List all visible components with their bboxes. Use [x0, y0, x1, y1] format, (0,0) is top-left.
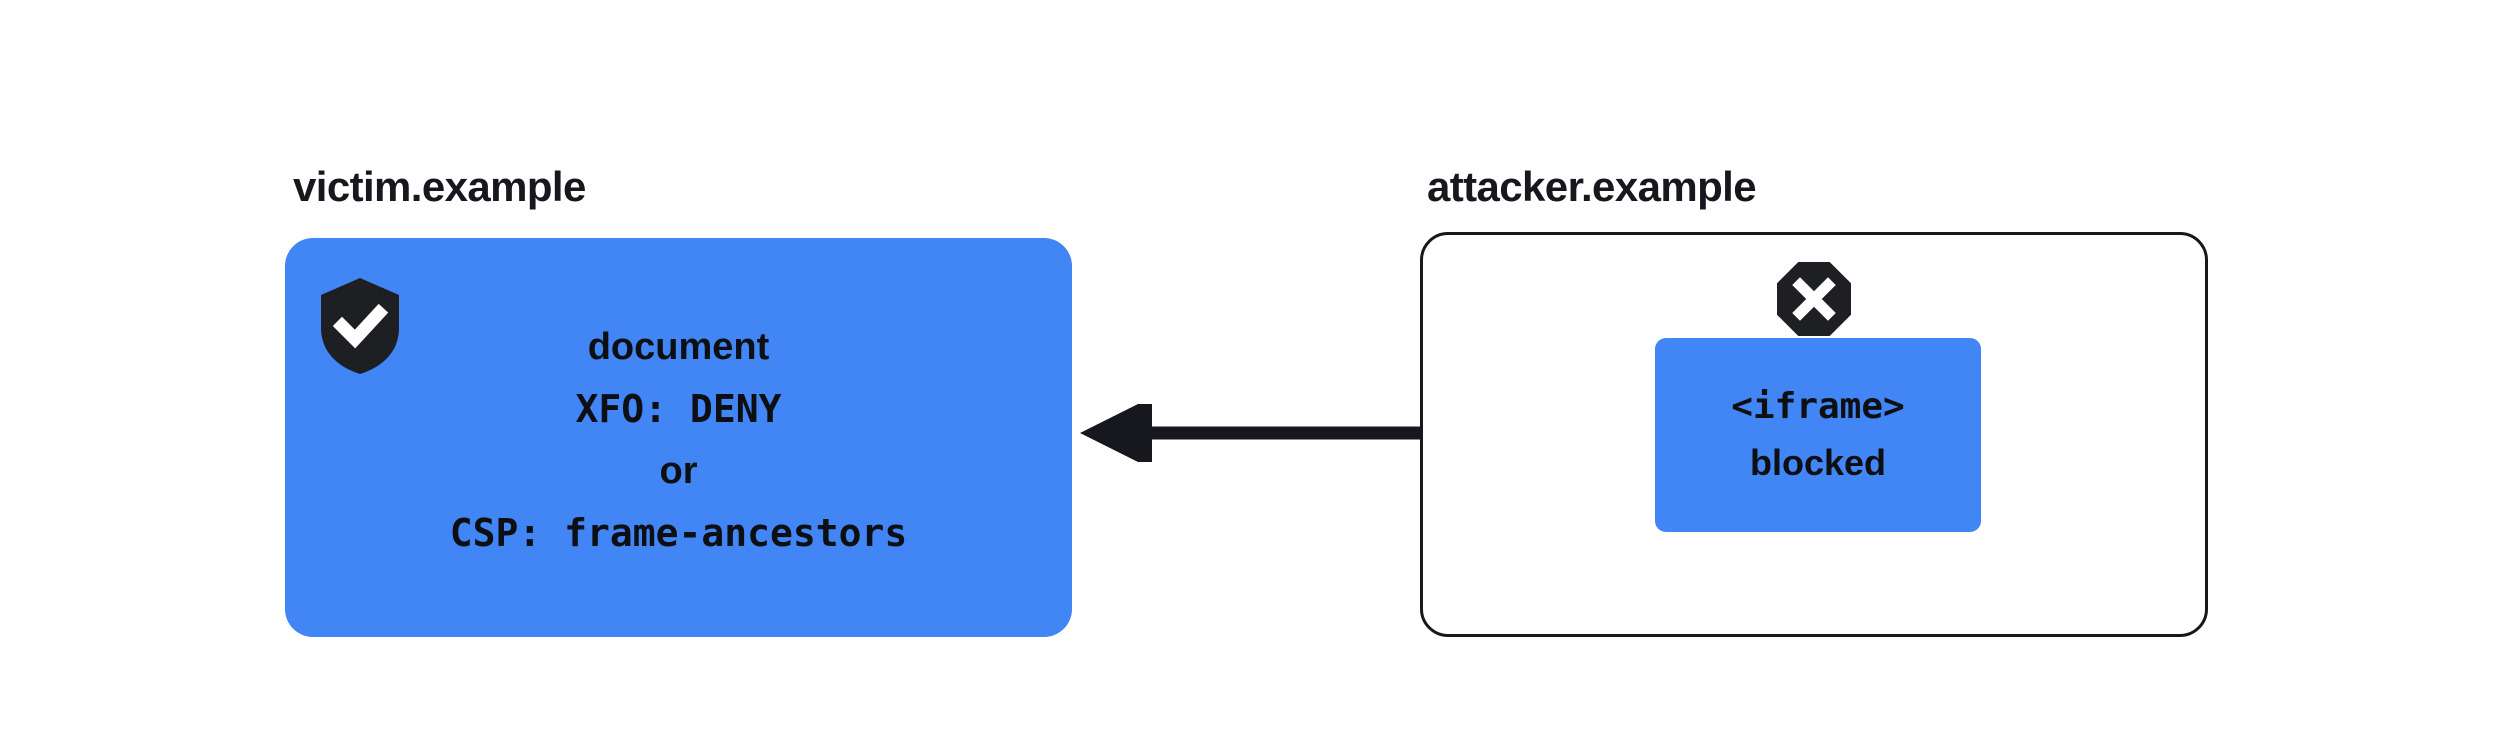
- attacker-origin-label: attacker.example: [1427, 163, 1757, 210]
- iframe-tag-label: <iframe>: [1731, 386, 1905, 427]
- victim-line-document: document: [587, 325, 770, 368]
- shield-check-icon: [318, 276, 402, 376]
- attacker-page-panel: <iframe> blocked: [1420, 232, 2208, 637]
- iframe-status-label: blocked: [1749, 442, 1887, 483]
- octagon-x-icon: [1776, 261, 1852, 337]
- attacker-iframe-box: <iframe> blocked: [1655, 338, 1981, 532]
- victim-document-panel: document XFO: DENY or CSP: frame-ancesto…: [285, 238, 1072, 637]
- victim-origin-label: victim.example: [293, 163, 586, 210]
- victim-line-csp: CSP: frame-ancestors: [449, 510, 908, 555]
- victim-line-xfo: XFO: DENY: [575, 386, 782, 431]
- victim-line-or: or: [659, 449, 698, 492]
- victim-policy-text: document XFO: DENY or CSP: frame-ancesto…: [285, 238, 1072, 637]
